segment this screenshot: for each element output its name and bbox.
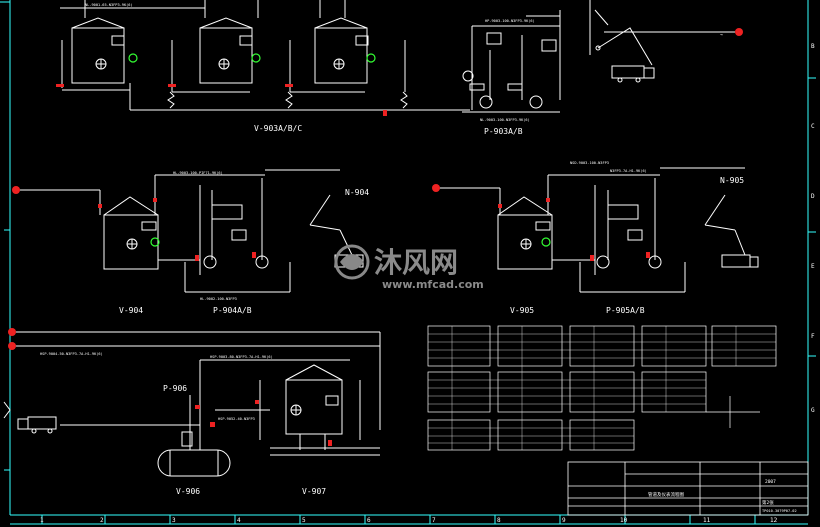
watermark-logo-icon	[334, 244, 370, 280]
line-number: NL-9001-65-N3FP3-9K(6)	[85, 3, 133, 7]
row-letter: F	[811, 333, 815, 340]
red-line-markers	[56, 84, 387, 116]
v903-green-instruments	[128, 53, 376, 63]
v905-red-markers	[432, 184, 650, 261]
line-number: HSP-9003-80-N3FP3-7A-H1-9K(6)	[210, 355, 273, 359]
p903-section	[462, 10, 561, 113]
column-number: 5	[302, 517, 306, 524]
line-number: NSD-9003-100-N3FP3	[570, 161, 609, 165]
v904-red-markers	[12, 186, 256, 261]
row-letter: E	[811, 263, 815, 270]
table-row-lines	[428, 326, 776, 450]
column-number: 6	[367, 517, 371, 524]
row-letter: D	[811, 193, 815, 200]
row-letter: B	[811, 43, 815, 50]
column-number: 8	[497, 517, 501, 524]
line-number: NL-9003-100-N3FP3-9K(6)	[480, 118, 530, 122]
row-letter: C	[811, 123, 815, 130]
equipment-tag-v906: V-906	[176, 487, 200, 496]
v904-green-instrument	[150, 237, 160, 247]
column-ticks	[41, 515, 756, 524]
watermark-brand: 沐风网	[374, 246, 458, 279]
v904-section	[18, 169, 364, 293]
column-number: 2	[100, 517, 104, 524]
off-page-arrow-icon: →	[720, 33, 723, 38]
line-number: HL-9002-100-N3FP3	[200, 297, 237, 301]
loading-arm-top	[589, 0, 735, 83]
line-number: HSP-9052-40-N3FP3	[218, 417, 255, 421]
red-connector-icon	[735, 28, 743, 36]
equipment-tag-v904: V-904	[119, 306, 143, 315]
column-number: 12	[770, 517, 778, 524]
line-number: HP-9003-100-N3FP3-9K(6)	[485, 19, 535, 23]
v905-green-instrument	[541, 237, 551, 247]
v906-aux-marks	[3, 401, 11, 419]
row-markers	[4, 77, 816, 471]
equipment-tag-p906: P-906	[163, 384, 187, 393]
v903-section	[60, 0, 470, 111]
line-number: HSP-9004-50-N3FP3-7A-H1-9K(6)	[40, 352, 103, 356]
v905-section	[438, 167, 759, 293]
equipment-tag-p905: P-905A/B	[606, 306, 645, 315]
equipment-tag-n904: N-904	[345, 188, 369, 197]
drawing-year: 2007	[765, 479, 776, 485]
equipment-tag-n905: N-905	[720, 176, 744, 185]
column-number: 9	[562, 517, 566, 524]
equipment-tag-v907: V-907	[302, 487, 326, 496]
v906-red-markers	[8, 328, 332, 446]
equipment-tag-v905: V-905	[510, 306, 534, 315]
column-number: 7	[432, 517, 436, 524]
equipment-tag-v903: V-903A/B/C	[254, 124, 302, 133]
v906-v907-section	[14, 331, 381, 477]
watermark-url: www.mfcad.com	[382, 278, 484, 291]
row-letter: G	[811, 407, 815, 414]
drawing-title: 管道及仪表流程图	[648, 491, 684, 498]
column-number-labels: 1 2 3 4 5 6 7 8 9 10 11 12	[40, 517, 778, 524]
column-number: 3	[172, 517, 176, 524]
sheet-number: 第2张	[762, 499, 774, 506]
title-block	[567, 461, 809, 516]
column-number: 1	[40, 517, 44, 524]
line-number: N3FP3-7A-H1-9K(6)	[610, 169, 647, 173]
column-number: 4	[237, 517, 241, 524]
equipment-tag-p903: P-903A/B	[484, 127, 523, 136]
equipment-data-tables	[427, 325, 777, 451]
column-number: 11	[703, 517, 711, 524]
line-number: HL-9003-100-PIF71-9K(6)	[173, 171, 223, 175]
row-letter-labels: B C D E F G	[811, 43, 815, 414]
drawing-number: TP010-3079P07-02	[762, 509, 797, 513]
column-number: 10	[620, 517, 628, 524]
equipment-tag-p904: P-904A/B	[213, 306, 252, 315]
